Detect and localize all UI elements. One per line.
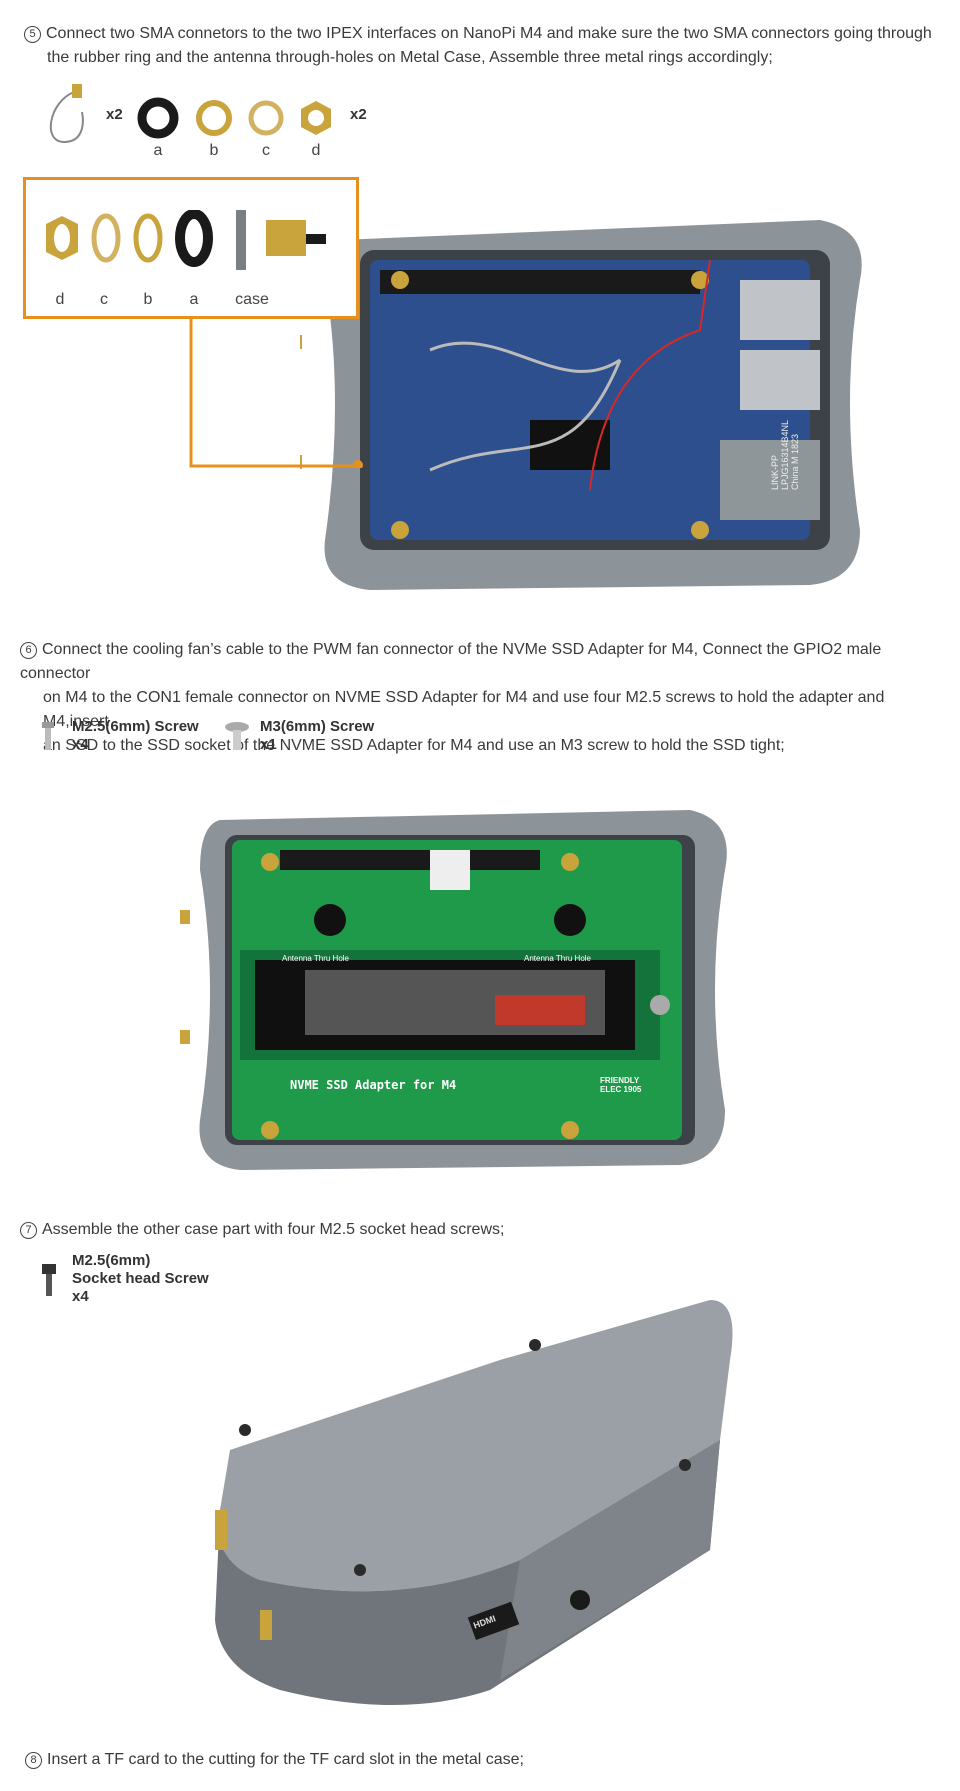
callout-leader-line xyxy=(189,318,363,468)
rubber-ring-icon xyxy=(137,97,179,139)
assembly-parts-icon xyxy=(46,210,326,270)
lan-jack-label: LINK-PP LPJG16314B4NL China M 1823 xyxy=(770,419,800,490)
socket-head-screw-icon xyxy=(42,1264,56,1296)
m25-screw-icon xyxy=(42,722,54,750)
ipex-cable-icon xyxy=(49,84,84,144)
hex-nut-icon xyxy=(301,101,331,135)
nvme-adapter-photo: Antenna Thru Hole Antenna Thru Hole NVME… xyxy=(180,790,740,1180)
m3-screw-icon xyxy=(225,722,249,750)
assembly-order-callout: d c b a case xyxy=(23,177,359,319)
flat-washer-icon xyxy=(248,100,284,136)
parts-row: x2 x2 a b c d xyxy=(44,82,384,162)
screw-step7: M2.5(6mm) Socket head Screw x4 xyxy=(40,1252,240,1312)
lock-washer-icon xyxy=(196,100,232,136)
case-with-nanopi-photo: LINK-PP LPJG16314B4NL China M 1823 xyxy=(300,200,880,600)
step-number: 5 xyxy=(24,26,41,43)
closed-case-photo: HDMI xyxy=(200,1280,740,1720)
